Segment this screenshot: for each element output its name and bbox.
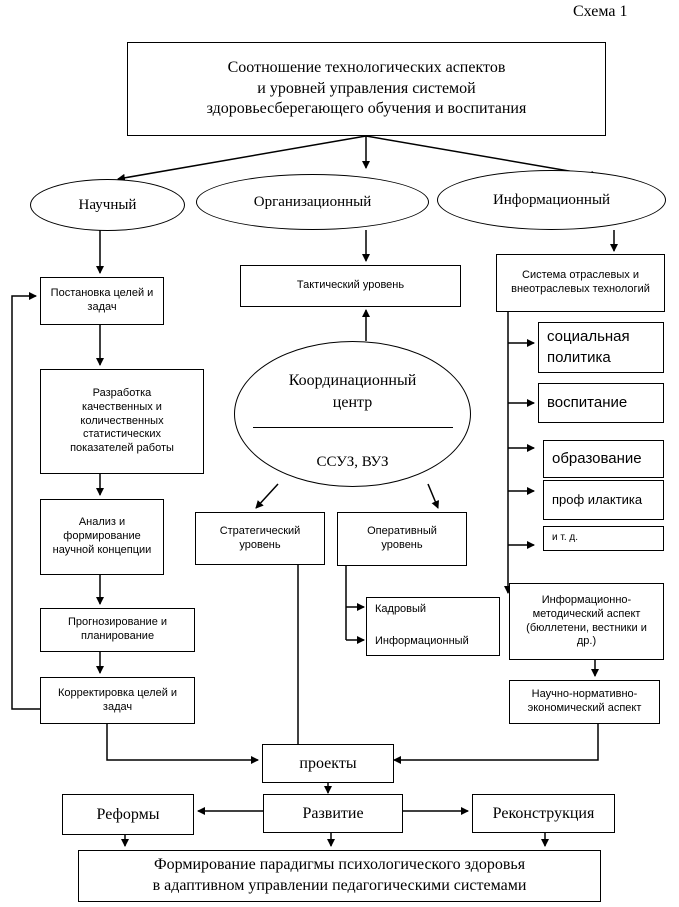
sci-norm-label: Научно-нормативно-экономический аспект — [527, 688, 642, 714]
forecast-box: Прогнозирование и планирование — [40, 608, 195, 652]
operational-box: Оперативный уровень — [337, 512, 467, 566]
final-line-1: Формирование парадигмы психологического … — [153, 856, 526, 874]
aspect-scientific-label: Научный — [78, 196, 137, 213]
technologies-system-box: Система отраслевых и внеотраслевых техно… — [496, 254, 665, 312]
operational-label: Оперативный уровень — [367, 525, 437, 551]
aspect-organizational-label: Организационный — [253, 193, 372, 210]
scheme-label: Схема 1 — [573, 3, 628, 20]
education-box: образование — [543, 440, 664, 478]
informational-level-label: Информационный — [375, 635, 469, 647]
upbringing-label: воспитание — [547, 393, 628, 411]
growth-label: Развитие — [302, 804, 364, 822]
reforms-label: Реформы — [96, 805, 160, 823]
aspect-organizational: Организационный — [196, 174, 429, 230]
title-line-1: Соотношение технологических аспектов — [227, 58, 506, 76]
title-box: Соотношение технологических аспектов и у… — [127, 42, 606, 136]
prevention-label: проф илактика — [552, 491, 643, 507]
goals-box: Постановка целей и задач — [40, 277, 164, 325]
strategic-label: Стратегический уровень — [219, 524, 301, 551]
social-policy-box: социальная политика — [538, 322, 664, 373]
final-line-2: в адаптивном управлении педагогическими … — [152, 877, 527, 894]
final-box: Формирование парадигмы психологического … — [78, 850, 601, 902]
development-box: Разработка качественных и количественных… — [40, 369, 204, 474]
reconstruction-label: Реконструкция — [492, 804, 595, 822]
etc-label: и т. д. — [552, 532, 579, 544]
coordination-title: Координационный центр — [288, 372, 417, 411]
aspect-informational: Информационный — [437, 170, 666, 230]
tactical-box: Тактический уровень — [240, 265, 461, 307]
projects-box: проекты — [262, 744, 394, 783]
operational-branches-box: Кадровый Информационный — [366, 597, 500, 656]
goals-label: Постановка целей и задач — [50, 287, 154, 313]
analysis-label: Анализ и формирование научной концепции — [52, 516, 152, 556]
forecast-label: Прогнозирование и планирование — [67, 616, 168, 642]
aspect-informational-label: Информационный — [492, 191, 611, 208]
coordination-sub: ССУЗ, ВУЗ — [316, 454, 389, 471]
development-label: Разработка качественных и количественных… — [70, 387, 174, 455]
technologies-system-label: Система отраслевых и внеотраслевых техно… — [511, 269, 650, 295]
correction-label: Корректировка целей и задач — [57, 686, 178, 713]
title-line-2: и уровней управления системой — [257, 79, 476, 97]
social-policy-label: социальная политика — [547, 328, 630, 366]
education-label: образование — [552, 449, 642, 467]
projects-label: проекты — [299, 754, 357, 772]
reforms-box: Реформы — [62, 794, 194, 835]
correction-box: Корректировка целей и задач — [40, 677, 195, 724]
prevention-box: проф илактика — [543, 480, 664, 520]
etc-box: и т. д. — [543, 526, 664, 551]
sci-norm-box: Научно-нормативно-экономический аспект — [509, 680, 660, 724]
tactical-label: Тактический уровень — [296, 279, 405, 292]
strategic-box: Стратегический уровень — [195, 512, 325, 565]
reconstruction-box: Реконструкция — [472, 794, 615, 833]
title-line-3: здоровьесберегающего обучения и воспитан… — [206, 100, 527, 118]
info-method-box: Информационно-методический аспект (бюлле… — [509, 583, 664, 660]
personnel-label: Кадровый — [375, 603, 427, 615]
coordination-divider — [252, 427, 453, 429]
growth-box: Развитие — [263, 794, 403, 833]
coordination-center: Координационный центр ССУЗ, ВУЗ — [234, 341, 471, 487]
aspect-scientific: Научный — [30, 179, 185, 231]
analysis-box: Анализ и формирование научной концепции — [40, 499, 164, 575]
info-method-label: Информационно-методический аспект (бюлле… — [526, 594, 647, 648]
upbringing-box: воспитание — [538, 383, 664, 423]
